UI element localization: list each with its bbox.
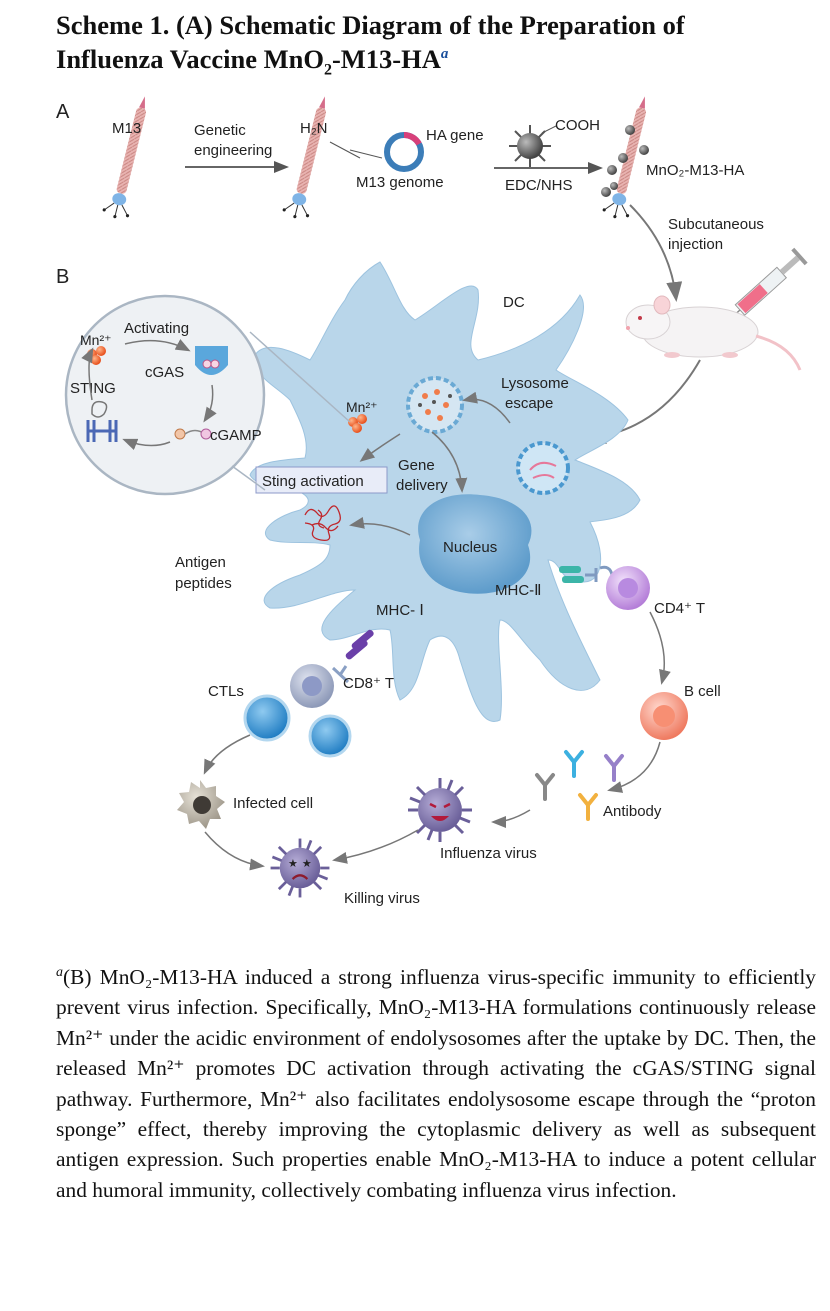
gene-label: Gene <box>398 457 435 474</box>
cd4-t-cell-icon <box>606 566 650 610</box>
mno2-nanoparticle-icon <box>509 125 551 167</box>
escape-label: escape <box>505 395 553 412</box>
m13-label: M13 <box>112 120 141 137</box>
dendritic-cell-body <box>249 261 641 723</box>
engineered-phage-icon <box>280 92 339 223</box>
product-label: MnO₂-M13-HA <box>646 162 744 179</box>
caption-text: (B) MnO₂-M13-HA induced a strong influen… <box>56 965 816 1202</box>
ctls-label: CTLs <box>208 683 244 700</box>
sting-loop-arrow <box>81 347 94 401</box>
mhc1-label: MHC- Ⅰ <box>376 602 424 619</box>
panel-a-label: A <box>56 101 70 123</box>
title-subscript: 2 <box>323 61 332 79</box>
ha-gene-label: HA gene <box>426 127 484 144</box>
m13-genome-label: M13 genome <box>356 174 444 191</box>
antigen-arrow <box>349 516 411 536</box>
ctl-cell-icon-2 <box>308 714 352 758</box>
title-line-2: Influenza Vaccine MnO2-M13-HAa <box>56 42 816 79</box>
mhc2-label: MHC-Ⅱ <box>495 582 542 599</box>
delivery-label: delivery <box>396 477 448 494</box>
ctl-to-infected-arrow <box>203 734 251 775</box>
genetic-label: Genetic <box>194 122 246 139</box>
sting-label: STING <box>70 380 116 397</box>
cgamp-to-sting-arrow <box>122 438 171 451</box>
scheme-caption: a(B) MnO₂-M13-HA induced a strong influe… <box>56 962 816 1205</box>
m13-phage-icon <box>100 92 159 223</box>
cd8-label: CD8⁺ T <box>343 675 394 692</box>
endosome-icon <box>406 376 464 434</box>
cgas-enzyme-icon <box>195 346 228 375</box>
edc-nhs-label: EDC/NHS <box>505 177 573 194</box>
sting-activation-label: Sting activation <box>262 473 364 490</box>
engineering-label: engineering <box>194 142 272 159</box>
h2n-label: H₂N <box>300 120 328 137</box>
svg-text:★: ★ <box>302 858 312 870</box>
mno2-m13-ha-phage-icon <box>600 92 659 223</box>
b-cell-label: B cell <box>684 683 721 700</box>
cgamp-label: cGAMP <box>210 427 262 444</box>
subcutaneous-label: Subcutaneous <box>668 216 764 233</box>
incoming-vesicle-icon <box>516 441 570 495</box>
cd4-to-b-arrow <box>649 611 671 685</box>
infected-cell-label: Infected cell <box>233 795 313 812</box>
sting-receptor-icon <box>86 400 118 442</box>
nucleus <box>418 494 532 594</box>
b-to-antibody-arrow <box>607 741 661 793</box>
title-line-2-pre: Influenza Vaccine MnO <box>56 44 324 74</box>
mhc1-receptor-icon <box>331 629 374 684</box>
escape-arrow <box>462 391 511 424</box>
peptides-label: peptides <box>175 575 232 592</box>
scheme-diagram: A M13 Genetic engineering H₂N HA gene M1… <box>56 92 808 907</box>
cgas-sting-inset: Mn²⁺ Activating cGAS cGAMP STING <box>64 294 351 496</box>
antibody-label: Antibody <box>603 803 662 820</box>
cd4-label: CD4⁺ T <box>654 600 705 617</box>
title-note-mark: a <box>440 46 449 63</box>
infected-cell-icon <box>177 780 225 829</box>
antigen-peptide-icon <box>304 505 341 542</box>
mouse-icon <box>625 295 802 371</box>
mn-to-sting-arrow <box>359 433 401 462</box>
scheme-title: Scheme 1. (A) Schematic Diagram of the P… <box>56 8 816 79</box>
influenza-virus-icon <box>406 776 474 844</box>
cooh-label: COOH <box>555 117 600 134</box>
activating-label: Activating <box>124 320 189 337</box>
nucleus-label: Nucleus <box>443 539 497 556</box>
attached-mno2-dots <box>601 125 649 197</box>
injection-label: injection <box>668 236 723 253</box>
cgas-label: cGAS <box>145 364 184 381</box>
antibody-to-virus-arrow <box>491 809 531 828</box>
sting-activation-box: Sting activation <box>255 466 388 494</box>
m13-genome-plasmid-icon <box>384 132 424 172</box>
influenza-label: Influenza virus <box>440 845 537 862</box>
b-cell-icon <box>640 692 688 740</box>
cgas-to-cgamp-arrow <box>203 384 217 423</box>
activating-arrow <box>124 339 191 352</box>
killing-label: Killing virus <box>344 890 420 907</box>
virus-to-killing-arrow <box>332 829 419 864</box>
h2n-pointer <box>329 141 361 159</box>
title-line-1: Scheme 1. (A) Schematic Diagram of the P… <box>56 10 685 40</box>
caption-note-mark: a <box>56 964 63 980</box>
gene-delivery-arrow <box>431 431 468 493</box>
cgamp-icon <box>174 428 212 440</box>
mn-cell-label: Mn²⁺ <box>346 399 378 415</box>
genome-pointer <box>349 149 383 159</box>
mn-inset-label: Mn²⁺ <box>80 332 112 348</box>
ctl-cell-icon-1 <box>243 694 291 742</box>
to-mouse-arrow <box>629 204 683 302</box>
antigen-label: Antigen <box>175 554 226 571</box>
cd8-t-cell-icon <box>290 664 334 708</box>
infected-to-killing-arrow <box>204 831 265 871</box>
lysosome-label: Lysosome <box>501 375 569 392</box>
killed-virus-icon: ★ ★ <box>269 837 331 899</box>
cooh-pointer <box>541 125 557 134</box>
svg-text:★: ★ <box>288 858 298 870</box>
dc-label: DC <box>503 294 525 311</box>
panel-b-label: B <box>56 266 69 288</box>
mhc2-receptor-icon <box>559 565 614 583</box>
title-line-2-post: -M13-HA <box>331 44 441 74</box>
